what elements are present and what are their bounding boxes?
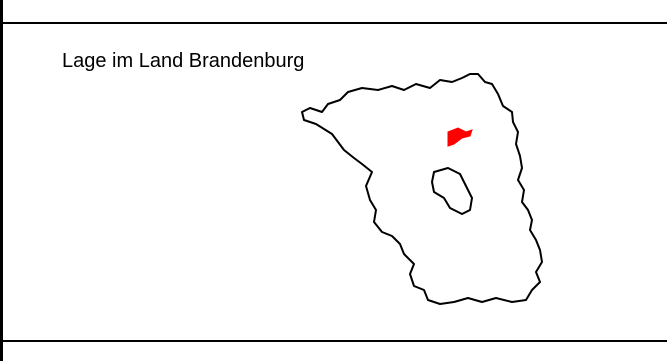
locator-map-cell [0, 22, 667, 342]
brandenburg-locator-map [301, 73, 543, 305]
frame-top [0, 0, 667, 22]
highlighted-district [447, 127, 473, 147]
berlin-outline [431, 167, 473, 215]
brandenburg-outline [301, 73, 543, 305]
map-caption: Lage im Land Brandenburg [62, 50, 305, 72]
frame-bottom [0, 342, 667, 361]
